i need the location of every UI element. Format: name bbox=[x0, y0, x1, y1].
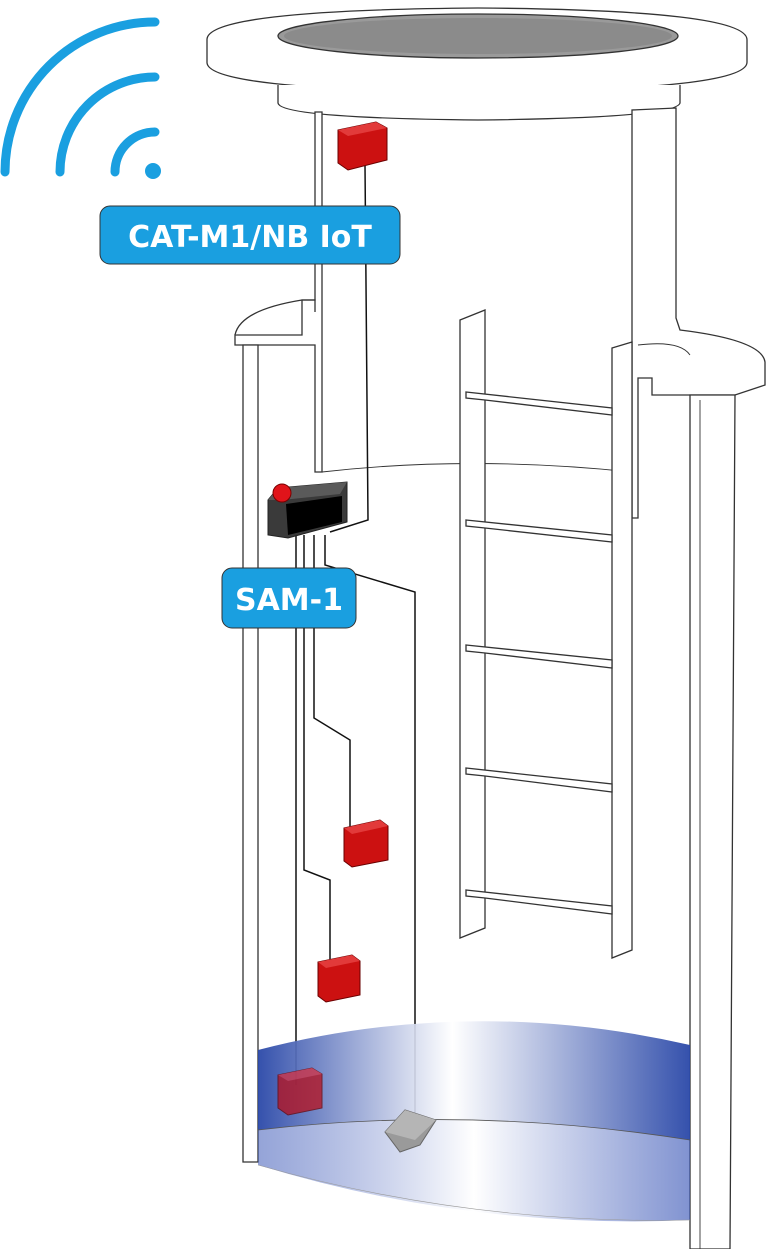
sam-1-device bbox=[267, 481, 348, 539]
top-sensor bbox=[337, 121, 388, 171]
liquid-level bbox=[257, 1021, 691, 1222]
indicator-light-icon bbox=[272, 483, 292, 503]
network-label: CAT-M1/NB IoT bbox=[99, 205, 401, 265]
device-label-text: SAM-1 bbox=[235, 583, 343, 618]
float-sensor bbox=[384, 1109, 437, 1153]
ladder bbox=[459, 309, 633, 959]
lower-sensor bbox=[317, 954, 361, 1003]
network-label-text: CAT-M1/NB IoT bbox=[128, 220, 372, 255]
wifi-signal-icon bbox=[0, 17, 161, 179]
manhole-lid bbox=[206, 7, 748, 121]
ladder-rungs bbox=[465, 391, 613, 915]
device-label: SAM-1 bbox=[221, 567, 357, 629]
middle-sensor bbox=[343, 819, 389, 868]
upper-shaft bbox=[234, 107, 766, 519]
submerged-sensor bbox=[277, 1067, 323, 1116]
